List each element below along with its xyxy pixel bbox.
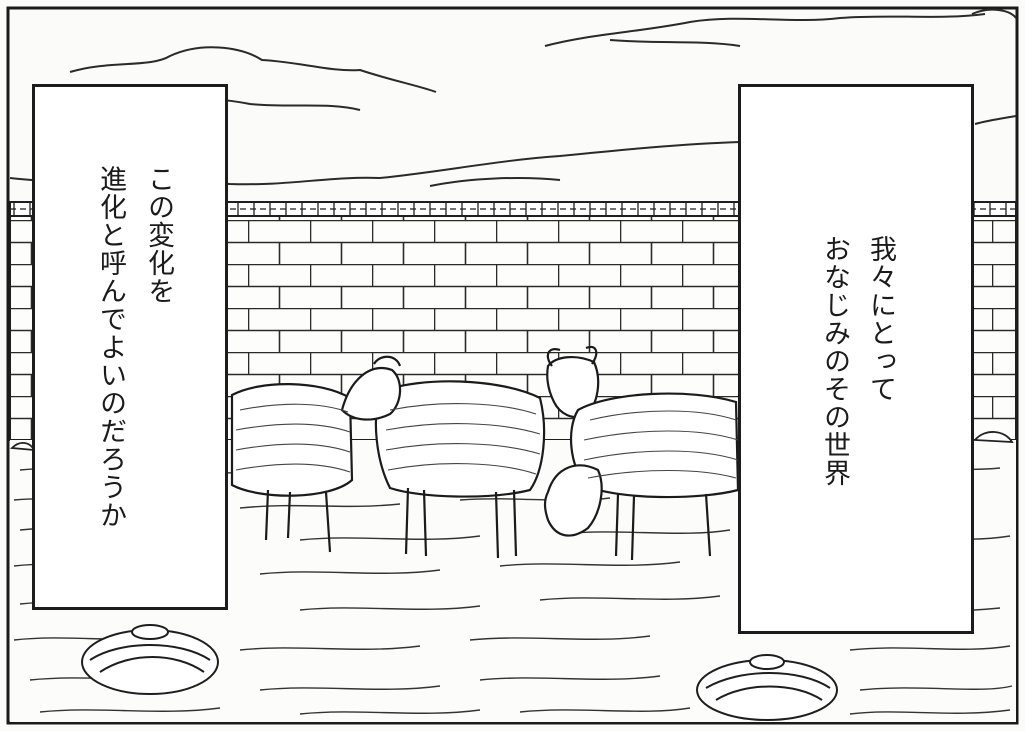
- wool-stripes: [235, 403, 739, 479]
- caption-right-line-2: おなじみのその世界: [819, 235, 850, 487]
- caption-left-line-2: 進化と呼んでよいのだろうか: [95, 165, 126, 529]
- caption-right-line-1: 我々にとって: [865, 235, 896, 403]
- caption-left-line-1: この変化を: [143, 165, 174, 305]
- caption-box-right: 我々にとって おなじみのその世界: [738, 84, 974, 634]
- straw-mounds: [81, 624, 838, 721]
- rocks: [10, 431, 1014, 452]
- sheep-flock: [230, 345, 740, 561]
- caption-box-left: この変化を 進化と呼んでよいのだろうか: [32, 84, 228, 610]
